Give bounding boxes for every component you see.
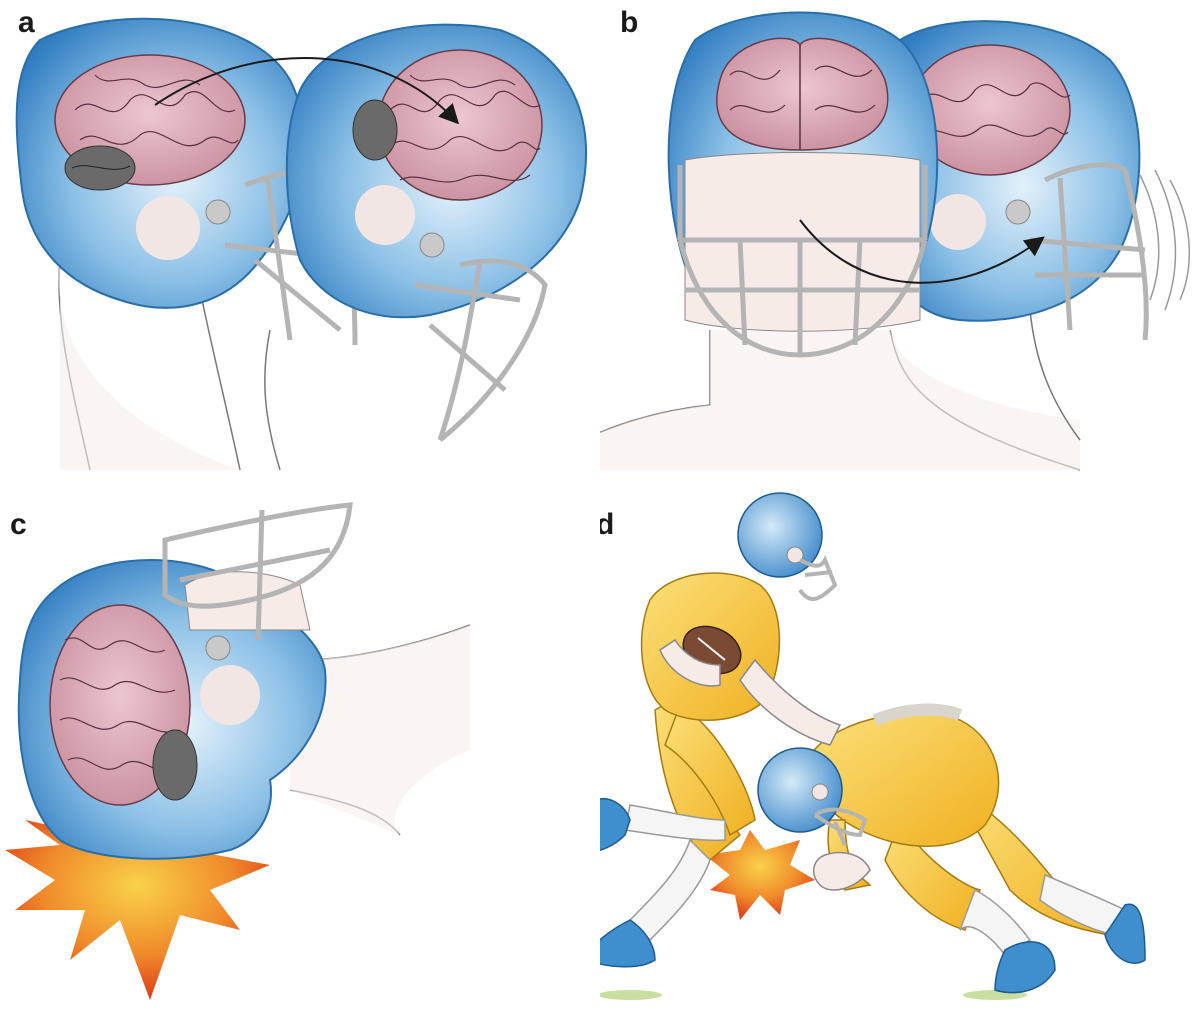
panel-label-b: b	[620, 6, 639, 39]
panel-c: c	[0, 490, 600, 1018]
facemask-icon	[1029, 162, 1149, 341]
brain-icon	[49, 604, 198, 806]
facemask-icon	[414, 258, 548, 442]
panel-d-illustration	[600, 492, 1146, 1000]
motion-lines	[1139, 169, 1191, 311]
brain-icon	[352, 49, 543, 201]
arrow	[799, 219, 1045, 284]
facemask-icon	[162, 502, 353, 641]
impact-burst-icon	[5, 810, 270, 1000]
ball-carrier	[600, 572, 842, 968]
panel-a-illustration	[15, 17, 588, 471]
panel-a: a	[0, 0, 600, 480]
panel-b-illustration	[600, 11, 1191, 471]
brain-icon	[716, 37, 889, 151]
panel-label-a: a	[18, 6, 35, 39]
brain-icon	[54, 54, 246, 191]
panel-d: d	[600, 490, 1200, 1018]
facemask-icon	[677, 165, 928, 358]
panel-label-d: d	[600, 508, 615, 541]
helmet-icon	[737, 492, 823, 578]
helmet-icon	[757, 747, 843, 833]
tackling-player	[808, 703, 1146, 994]
facemask-icon	[813, 807, 868, 846]
panel-c-illustration	[5, 502, 471, 1000]
facemask-icon	[798, 555, 838, 601]
panel-label-c: c	[10, 508, 27, 541]
panel-b: b	[600, 0, 1200, 480]
impact-burst-icon	[705, 830, 815, 920]
arrow	[154, 56, 460, 125]
